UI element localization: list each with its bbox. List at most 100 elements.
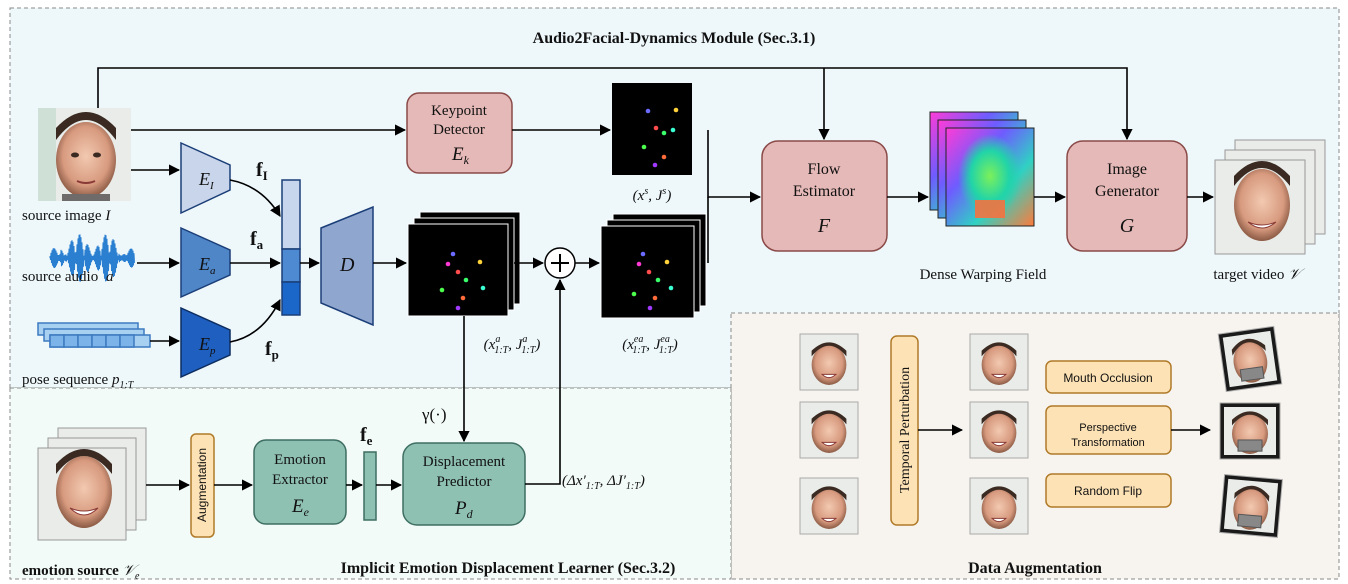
keypoint-dot (480, 285, 486, 291)
svg-text:Generator: Generator (1095, 183, 1160, 200)
face-thumbnail (969, 401, 1029, 459)
da-input-faces (799, 333, 859, 535)
emotion-keypoints-stack (600, 213, 707, 319)
waveform-icon (49, 234, 135, 282)
keypoint-dot (439, 287, 445, 293)
decoder: D (320, 205, 374, 327)
feature-f-image-label: fI (256, 159, 268, 183)
region-title-emotion-learner: Implicit Emotion Displacement Learner (S… (341, 560, 676, 577)
face-thumbnail (799, 333, 859, 391)
keypoint-dot (653, 125, 659, 131)
svg-text:Image: Image (1107, 161, 1147, 178)
keypoint-dot (652, 162, 658, 168)
face-thumbnail (799, 477, 859, 535)
keypoint-detector-module: Keypoint Detector Ek (406, 92, 513, 174)
svg-text:Predictor: Predictor (437, 474, 492, 490)
da-op-mouth-occlusion: Mouth Occlusion (1045, 360, 1172, 394)
target-video (1214, 139, 1326, 255)
keypoint-dot (450, 251, 456, 257)
displacement-label: (Δx′1:T, ΔJ′1:T) (562, 473, 645, 492)
keypoint-dot (631, 291, 637, 297)
audio-keypoints-stack (407, 211, 521, 317)
keypoint-dot (655, 277, 661, 283)
dense-warping-label: Dense Warping Field (920, 267, 1047, 283)
pose-encoder: Ep (180, 306, 231, 379)
dense-warping-field (929, 111, 1035, 227)
face-thumbnail (1217, 325, 1283, 393)
keypoint-dot (460, 295, 466, 301)
region-title-top: Audio2Facial-Dynamics Module (Sec.3.1) (533, 30, 816, 47)
svg-text:Mouth Occlusion: Mouth Occlusion (1063, 371, 1152, 385)
emotion-source-image (37, 427, 147, 541)
feature-concat-bar (281, 179, 301, 316)
keypoint-dot (661, 154, 667, 160)
svg-text:Flow: Flow (808, 161, 841, 178)
svg-text:D: D (339, 254, 355, 276)
svg-text:Detector: Detector (433, 122, 485, 138)
image-encoder: EI (180, 141, 231, 215)
source-image (38, 108, 131, 201)
temporal-perturbation-block: Temporal Perturbation (890, 335, 919, 526)
connectors (97, 67, 1215, 491)
pose-sequence-label: pose sequence p1:T (22, 372, 135, 391)
face-thumbnail (1219, 402, 1281, 460)
feature-f-audio-label: fa (250, 228, 264, 252)
svg-text:Ep: Ep (198, 334, 216, 357)
da-perturbed-faces (969, 333, 1029, 535)
keypoint-dot (646, 269, 652, 275)
emotion-source-label: emotion source 𝒱e (22, 563, 140, 582)
flow-estimator-module: Flow Estimator F (761, 140, 888, 252)
emotion-extractor-module: Emotion Extractor Ee (253, 439, 347, 525)
svg-text:F: F (817, 215, 831, 237)
svg-text:EI: EI (198, 169, 215, 192)
keypoint-dot (647, 305, 653, 311)
svg-text:Keypoint: Keypoint (431, 103, 488, 119)
da-output-faces (1217, 325, 1283, 538)
keypoint-dot (455, 305, 461, 311)
addition-operator (544, 247, 576, 279)
pose-sequence-icon (37, 322, 151, 348)
keypoint-dot (477, 259, 483, 265)
face-thumbnail (969, 477, 1029, 535)
svg-text:G: G (1120, 215, 1135, 237)
target-video-label: target video 𝒱 (1213, 267, 1305, 283)
keypoint-dot (463, 277, 469, 283)
svg-text:Ea: Ea (198, 254, 216, 277)
region-title-data-augmentation: Data Augmentation (968, 560, 1102, 577)
face-thumbnail (969, 333, 1029, 391)
svg-text:Extractor: Extractor (272, 472, 328, 488)
audio-encoder: Ea (180, 226, 231, 299)
keypoint-dot (445, 261, 451, 267)
keypoint-dot (640, 251, 646, 257)
svg-text:Displacement: Displacement (423, 454, 506, 470)
svg-text:Random Flip: Random Flip (1074, 484, 1142, 498)
svg-text:Estimator: Estimator (793, 183, 856, 200)
keypoint-dot (652, 295, 658, 301)
keypoint-dot (661, 130, 667, 136)
keypoint-dot (668, 285, 674, 291)
keypoint-dot (673, 107, 679, 113)
source-audio-label: source audio a (22, 269, 113, 285)
keypoint-dot (641, 144, 647, 150)
keypoint-dot (670, 127, 676, 133)
source-keypoints-label: (xs, Js) (633, 186, 672, 204)
keypoint-dot (645, 108, 651, 114)
feature-f-emotion-label: fe (360, 424, 373, 448)
svg-text:Emotion: Emotion (274, 452, 326, 468)
keypoint-dot (636, 261, 642, 267)
source-keypoints-image (612, 83, 692, 175)
source-image-label: source image I (22, 208, 111, 224)
svg-text:Ee: Ee (291, 496, 310, 519)
face-thumbnail (799, 401, 859, 459)
keypoint-dot (664, 259, 670, 265)
augmentation-block: Augmentation (190, 433, 215, 538)
keypoint-dot (455, 269, 461, 275)
feature-f-pose-label: fp (265, 338, 279, 362)
gamma-label: γ(·) (421, 405, 447, 424)
emotion-feature-bar (363, 451, 377, 521)
svg-text:Augmentation: Augmentation (195, 448, 209, 522)
